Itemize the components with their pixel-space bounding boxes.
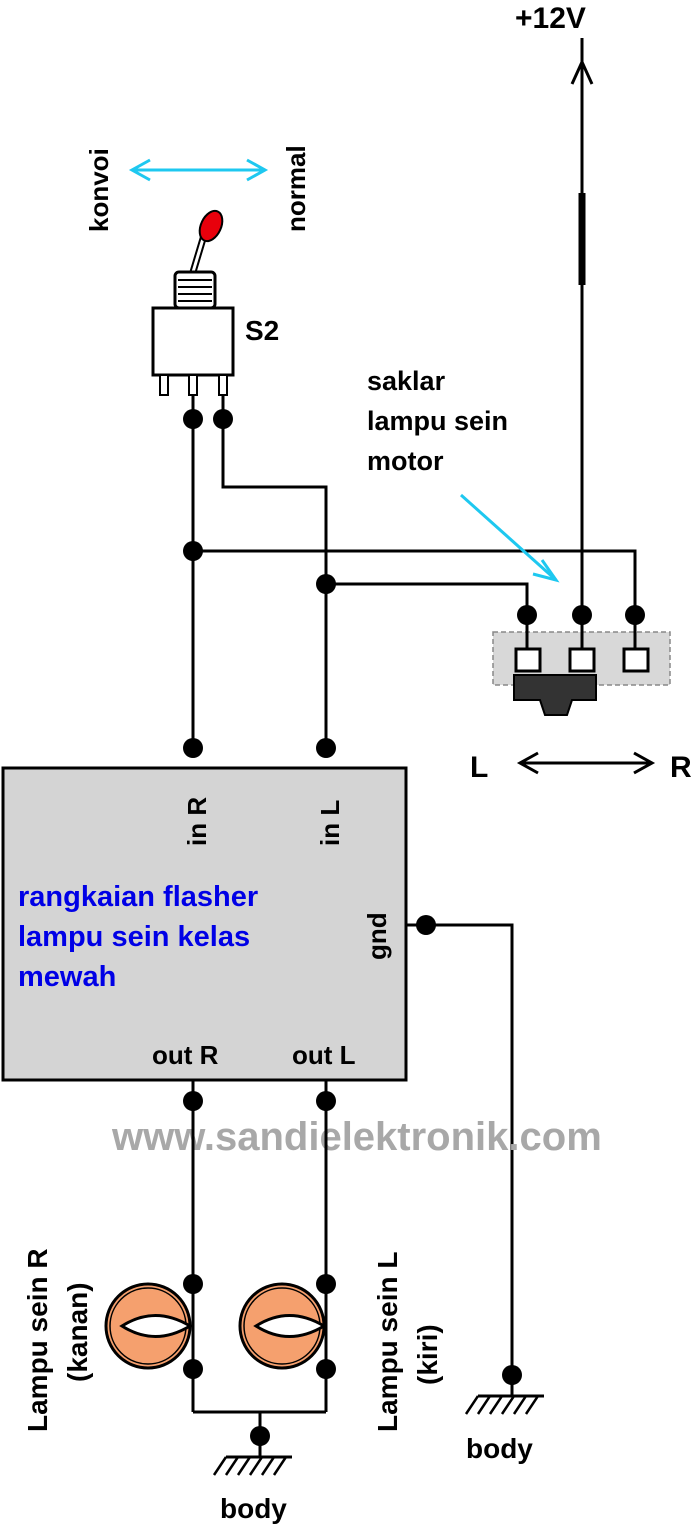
lamp-left-label-line2: (kiri) xyxy=(412,1324,443,1385)
junction-node xyxy=(316,574,336,594)
turn-signal-switch-icon[interactable] xyxy=(492,631,671,716)
junction-node xyxy=(183,409,203,429)
switch-id-label: S2 xyxy=(245,315,279,346)
pin-in-l-label: in L xyxy=(315,800,345,846)
pin-out-r-label: out R xyxy=(152,1040,219,1070)
junction-node xyxy=(517,605,537,625)
in-r-terminal xyxy=(183,738,203,758)
pin-gnd-label: gnd xyxy=(362,912,392,960)
lamp-left-icon xyxy=(238,1282,327,1370)
normal-label: normal xyxy=(281,145,311,232)
konvoi-label: konvoi xyxy=(84,148,114,232)
ground-icon xyxy=(212,1455,292,1476)
flasher-ground-label: body xyxy=(466,1433,533,1464)
left-right-arrow-icon xyxy=(516,751,656,775)
ground-icon xyxy=(464,1375,544,1415)
turn-switch-caption-line1: saklar xyxy=(367,366,446,396)
out-r-terminal xyxy=(183,1091,203,1111)
junction-node xyxy=(183,1274,203,1294)
junction-node xyxy=(572,605,592,625)
in-l-terminal xyxy=(316,738,336,758)
flasher-module xyxy=(1,766,408,1082)
lamp-right-label-line1: Lampu sein R xyxy=(22,1248,53,1432)
junction-node xyxy=(625,605,645,625)
pointer-arrow-icon xyxy=(459,493,560,583)
flasher-title-line1: rangkaian flasher xyxy=(18,881,258,913)
direction-right-label: R xyxy=(670,751,692,784)
gnd-terminal xyxy=(416,915,436,935)
pin-out-l-label: out L xyxy=(292,1040,356,1070)
turn-switch-caption-line2: lampu sein xyxy=(367,406,508,436)
out-l-terminal xyxy=(316,1091,336,1111)
supply-arrow-icon xyxy=(570,38,594,615)
junction-node xyxy=(213,409,233,429)
lamp-right-icon xyxy=(104,1282,193,1370)
junction-node xyxy=(316,1359,336,1379)
turn-switch-caption-line3: motor xyxy=(367,446,444,476)
direction-left-label: L xyxy=(470,751,488,784)
lamp-left-label-line1: Lampu sein L xyxy=(372,1252,403,1432)
pin-in-r-label: in R xyxy=(182,797,212,846)
junction-node xyxy=(183,541,203,561)
lamp-right-label-line2: (kanan) xyxy=(62,1282,93,1382)
junction-node xyxy=(250,1426,270,1446)
flasher-title-line2: lampu sein kelas xyxy=(18,921,250,953)
direction-arrow-icon xyxy=(128,158,269,182)
lamp-ground-label: body xyxy=(220,1493,287,1524)
junction-node xyxy=(183,1359,203,1379)
toggle-switch-icon[interactable] xyxy=(151,207,235,396)
junction-node xyxy=(316,1274,336,1294)
flasher-title-line3: mewah xyxy=(18,961,116,993)
supply-label: +12V xyxy=(515,2,586,35)
watermark: www.sandielektronik.com xyxy=(111,1115,602,1159)
